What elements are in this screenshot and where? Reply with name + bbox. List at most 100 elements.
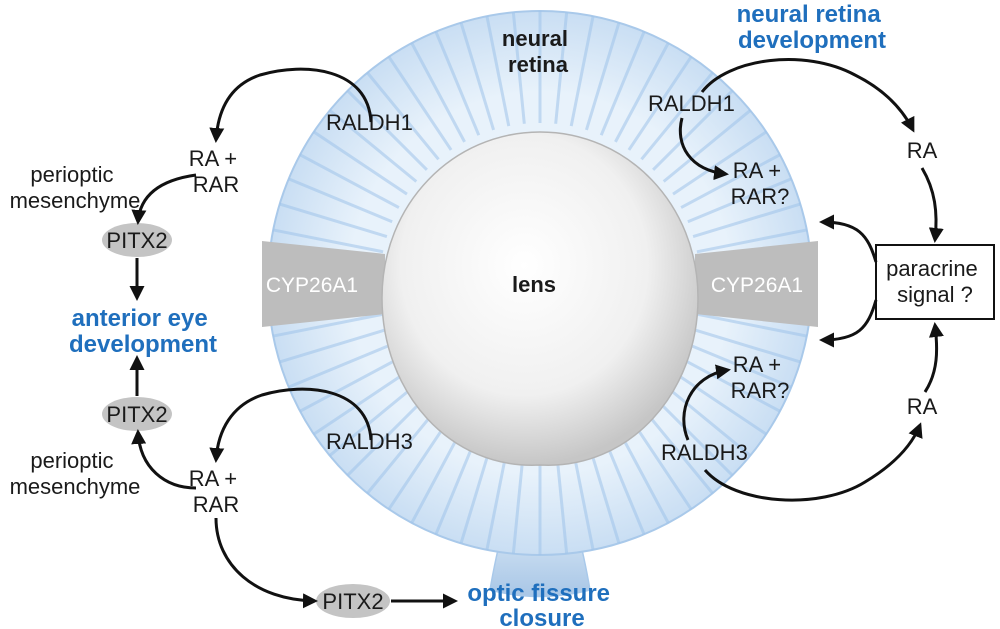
retina-ray <box>299 153 400 209</box>
arrow-ra-rar-to-pitx2-top <box>131 173 197 225</box>
arrow-ra-bottom-to-paracrine <box>923 322 944 393</box>
cyp26a1-right-label: CYP26A1 <box>711 274 803 297</box>
neural-retina-development-line1: neural retina <box>737 1 882 28</box>
retina-ray <box>680 153 781 209</box>
paracrine-signal-box: paracrine signal ? <box>875 244 995 320</box>
arrow-ra-rar-to-pitx2-mid <box>131 429 197 490</box>
arrow-raldh3-to-ra-bottom <box>703 422 923 502</box>
retina-ray <box>328 109 418 183</box>
cyp26a1-band-right: CYP26A1 <box>695 241 818 327</box>
cyp26a1-left-label: CYP26A1 <box>266 274 358 297</box>
pitx2-mid-label: PITX2 <box>106 402 167 427</box>
arrow-ra-rar-to-pitx2-bottom <box>214 517 318 609</box>
arrow-raldh3-left-to-ra-rar <box>209 387 373 463</box>
retina-ray <box>662 109 752 183</box>
neural-retina-label-line1: neural <box>502 26 568 51</box>
neural-retina-label: neural retina <box>502 26 574 77</box>
retina-ray <box>288 342 393 389</box>
neural-retina-label-line2: retina <box>508 52 569 77</box>
retina-ray <box>387 56 453 151</box>
optic-fissure-closure-line1: optic fissure <box>467 580 610 607</box>
retina-ray <box>346 395 428 477</box>
pitx2-mid: PITX2 <box>102 397 172 431</box>
retina-ray <box>279 328 388 364</box>
retina-ray <box>585 22 621 131</box>
perioptic-bottom-line2: mesenchyme <box>10 474 141 499</box>
retina-ray <box>434 31 481 136</box>
retina-ray <box>696 228 808 254</box>
retina-ray <box>692 202 801 238</box>
retina-ray <box>680 357 781 413</box>
arrow-raldh1-left-to-ra-rar <box>209 67 373 143</box>
retina-ray <box>692 328 801 364</box>
arrow-raldh1-right-to-ra-rar <box>678 117 729 181</box>
arrows <box>129 58 944 609</box>
anterior-eye-development-label: anterior eye development <box>69 305 217 358</box>
retina-ray <box>279 202 388 238</box>
perioptic-top-line1: perioptic <box>30 162 113 187</box>
perioptic-bottom-line1: perioptic <box>30 448 113 473</box>
retina-ray <box>696 312 808 338</box>
ra-top-right-label: RA <box>907 138 938 163</box>
pitx2-bottom-label: PITX2 <box>322 589 383 614</box>
retina-ray <box>672 370 767 436</box>
ra-rar-upper-right-line2: RAR? <box>731 184 790 209</box>
retina-ray <box>272 312 384 338</box>
paracrine-label: paracrine signal ? <box>886 256 984 307</box>
ra-rar-upper-left-line1: RA + <box>189 146 237 171</box>
retina-ray <box>346 89 428 171</box>
ra-rar-upper-left-line2: RAR <box>193 172 239 197</box>
arrow-ra-top-to-paracrine <box>920 167 944 243</box>
arrow-paracrine-to-retina-lower <box>819 299 878 348</box>
retina-ray <box>569 15 595 127</box>
retina-ray <box>313 130 408 196</box>
optic-fissure-closure-label: optic fissure closure <box>467 580 616 629</box>
ra-rar-lower-left-line1: RA + <box>189 466 237 491</box>
pitx2-bottom: PITX2 <box>316 584 390 618</box>
optic-fissure-closure-line2: closure <box>499 605 584 629</box>
retina-ray <box>640 405 714 495</box>
retina-ray <box>652 395 734 477</box>
neural-retina-development-label: neural retina development <box>737 1 888 54</box>
anterior-eye-development-line1: anterior eye <box>72 305 208 332</box>
perioptic-mesenchyme-top: perioptic mesenchyme <box>10 162 141 213</box>
retina-ray <box>485 15 511 127</box>
retina-ray <box>554 12 569 124</box>
ra-rar-lower-left: RA + RAR <box>189 466 243 517</box>
retina-ray <box>652 89 734 171</box>
ra-rar-lower-left-line2: RAR <box>193 492 239 517</box>
retina-ray <box>366 405 440 495</box>
ra-rar-lower-right-line2: RAR? <box>731 378 790 403</box>
pitx2-top-label: PITX2 <box>106 228 167 253</box>
perioptic-top-line2: mesenchyme <box>10 188 141 213</box>
retina-ray <box>687 177 792 224</box>
arrow-raldh1-to-ra-top <box>700 58 915 133</box>
ra-rar-upper-right-line1: RA + <box>733 158 781 183</box>
paracrine-label-line2: signal ? <box>897 282 973 307</box>
pitx2-top: PITX2 <box>102 223 172 257</box>
retina-ray <box>687 342 792 389</box>
ra-rar-upper-right: RA + RAR? <box>731 158 790 209</box>
retina-ray <box>299 357 400 413</box>
raldh3-right-label: RALDH3 <box>661 440 748 465</box>
ra-rar-lower-right-line1: RA + <box>733 352 781 377</box>
neural-retina-development-line2: development <box>738 27 886 54</box>
retina-ray <box>672 130 767 196</box>
retina-ray <box>627 56 693 151</box>
arrow-raldh3-right-to-ra-rar <box>682 364 731 441</box>
retina-ray <box>288 177 393 224</box>
retina-ray <box>328 383 418 457</box>
retina-ray <box>511 12 526 124</box>
retina-ray <box>614 42 670 143</box>
retina-ray <box>599 31 646 136</box>
lens-shape: lens <box>381 131 699 466</box>
paracrine-label-line1: paracrine <box>886 256 978 281</box>
ra-bottom-right-label: RA <box>907 394 938 419</box>
retina-ray <box>459 22 495 131</box>
arrow-paracrine-to-retina-upper <box>819 214 878 263</box>
retina-ray <box>662 383 752 457</box>
retina-ray <box>272 228 384 254</box>
lens-label: lens <box>512 272 556 297</box>
retina-ray <box>313 370 408 436</box>
